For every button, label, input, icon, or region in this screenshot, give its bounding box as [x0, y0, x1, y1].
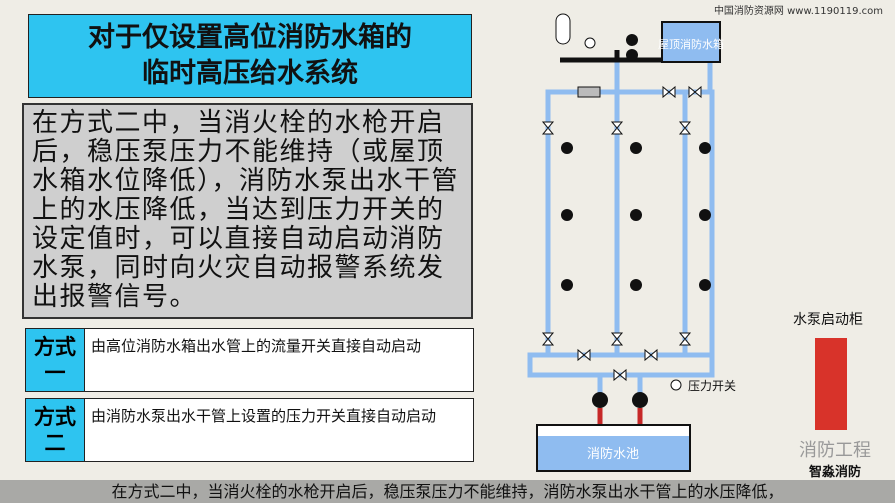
- stabilizer-pipe: [560, 50, 662, 63]
- roof-tank-label: 屋顶消防水箱: [658, 37, 724, 51]
- tag-label: 方式: [34, 335, 76, 359]
- stabilizer-pump-icon: [626, 34, 638, 46]
- description-box: 在方式二中，当消火栓的水枪开启后，稳压泵压力不能维持（或屋顶水箱水位降低），消防…: [22, 103, 473, 319]
- title-line-1: 对于仅设置高位消防水箱的: [88, 22, 412, 53]
- tag-label: 方式: [34, 405, 76, 429]
- pump-suction-pipes: [597, 408, 643, 425]
- fire-hydrants: [561, 142, 711, 291]
- method-two-text: 由消防水泵出水干管上设置的压力开关直接自动启动: [91, 407, 437, 425]
- pressure-switch-icon: [670, 379, 682, 391]
- valves: [541, 85, 702, 382]
- fire-pump-icon: [632, 392, 648, 408]
- title-line-2: 临时高压给水系统: [142, 58, 358, 89]
- flow-switch-icon: [577, 86, 601, 98]
- method-one-text: 由高位消防水箱出水管上的流量开关直接自动启动: [91, 337, 422, 355]
- fire-pump-icon: [592, 392, 608, 408]
- tag-number: 一: [44, 361, 66, 385]
- pressure-tank-icon: [555, 13, 571, 45]
- pump-cabinet-label: 水泵启动柜: [793, 312, 863, 328]
- logo-brand: 消防工程: [799, 440, 871, 461]
- tag-number: 二: [44, 431, 66, 455]
- method-one-tag: 方式一: [26, 329, 85, 391]
- gauge-icon: [584, 37, 596, 49]
- pressure-switch-label: 压力开关: [688, 379, 736, 393]
- roof-tank: [661, 21, 721, 63]
- caption-bar: 在方式二中，当消火栓的水枪开启后，稳压泵压力不能维持，消防水泵出水干管上的水压降…: [0, 480, 895, 503]
- logo-brand-2: 智淼消防: [809, 464, 861, 480]
- method-two-box: 方式二 由消防水泵出水干管上设置的压力开关直接自动启动: [25, 398, 474, 462]
- pump-cabinet-icon: [815, 338, 847, 430]
- method-one-box: 方式一 由高位消防水箱出水管上的流量开关直接自动启动: [25, 328, 474, 392]
- system-diagram: 屋顶消防水箱 压力开关 消防水池 水泵启动柜 消防工程 智淼消防: [527, 13, 871, 480]
- pool-water: [538, 436, 689, 470]
- site-watermark: 中国消防资源网 www.1190119.com: [713, 6, 883, 17]
- method-two-tag: 方式二: [26, 399, 85, 461]
- pool-label: 消防水池: [587, 446, 639, 462]
- stabilizer-pump-icon: [626, 49, 638, 61]
- page-title: 对于仅设置高位消防水箱的 临时高压给水系统: [28, 14, 472, 98]
